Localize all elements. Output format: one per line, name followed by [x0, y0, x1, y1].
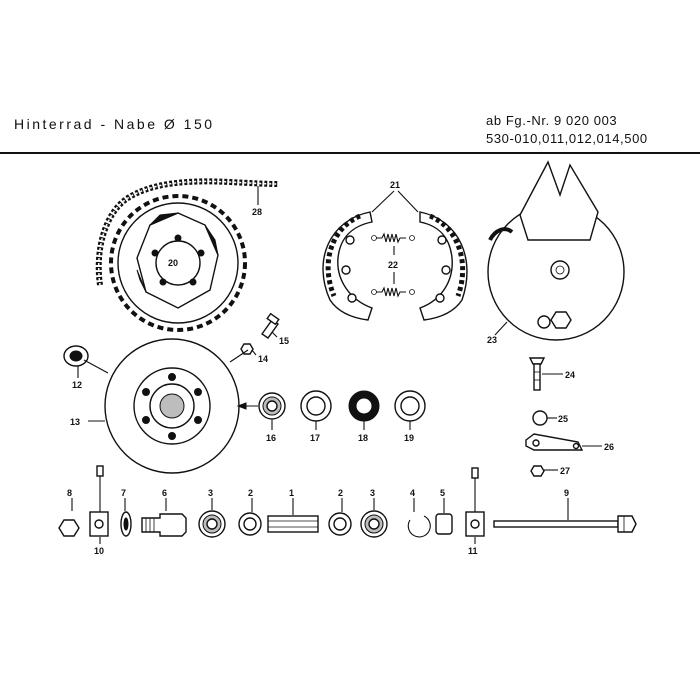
label-28: 28: [252, 207, 262, 217]
brake-shoe-icon: [419, 211, 468, 321]
label-8: 8: [67, 488, 72, 498]
bearing-icon: [258, 392, 286, 420]
label-11: 11: [468, 546, 478, 556]
sprocket-icon: [109, 194, 247, 332]
label-4: 4: [410, 488, 415, 498]
frame-number-line-2: 530-010,011,012,014,500: [486, 131, 648, 146]
washer-icon: [328, 512, 352, 536]
spring-icon: [371, 232, 415, 244]
lever-shaft-icon: [528, 357, 546, 391]
brake-lever-icon: [525, 433, 584, 451]
label-17: 17: [310, 433, 320, 443]
label-19: 19: [404, 433, 414, 443]
label-22: 22: [388, 260, 398, 270]
label-2b: 2: [338, 488, 343, 498]
frame-number-line-1: ab Fg.-Nr. 9 020 003: [486, 113, 618, 128]
spring-icon: [371, 286, 415, 298]
label-6: 6: [162, 488, 167, 498]
page-title: Hinterrad - Nabe Ø 150: [14, 116, 215, 132]
chain-adjuster-icon: [465, 467, 485, 537]
seal-ring-icon: [348, 390, 380, 422]
label-16: 16: [266, 433, 276, 443]
bolt-icon: [261, 312, 280, 339]
chain-icon: [95, 178, 279, 286]
label-1: 1: [289, 488, 294, 498]
label-21: 21: [390, 180, 400, 190]
seal-icon: [63, 345, 89, 367]
label-9: 9: [564, 488, 569, 498]
bearing-icon: [360, 510, 388, 538]
label-20: 20: [168, 258, 178, 268]
washer-icon: [120, 511, 132, 537]
nut-icon: [240, 343, 254, 355]
label-27: 27: [560, 466, 570, 476]
washer-icon: [238, 512, 262, 536]
chain-adjuster-icon: [89, 465, 109, 537]
label-18: 18: [358, 433, 368, 443]
nut-icon: [530, 465, 545, 477]
washer-icon: [394, 390, 426, 422]
label-13: 13: [70, 417, 80, 427]
o-ring-icon: [532, 410, 548, 426]
label-14: 14: [258, 354, 268, 364]
label-7: 7: [121, 488, 126, 498]
label-15: 15: [279, 336, 289, 346]
label-3: 3: [208, 488, 213, 498]
label-3b: 3: [370, 488, 375, 498]
label-5: 5: [440, 488, 445, 498]
label-12: 12: [72, 380, 82, 390]
header-divider: [0, 152, 700, 154]
label-25: 25: [558, 414, 568, 424]
label-26: 26: [604, 442, 614, 452]
bushing-icon: [435, 513, 453, 535]
label-24: 24: [565, 370, 575, 380]
washer-icon: [300, 390, 332, 422]
label-23: 23: [487, 335, 497, 345]
spacer-icon: [141, 513, 187, 537]
label-10: 10: [94, 546, 104, 556]
nut-icon: [58, 519, 80, 537]
brake-plate-icon: [487, 160, 625, 341]
axle-icon: [493, 515, 637, 533]
spacer-tube-icon: [267, 515, 319, 533]
label-2: 2: [248, 488, 253, 498]
circlip-icon: [407, 515, 431, 538]
brake-shoe-icon: [322, 211, 373, 321]
bearing-icon: [198, 510, 226, 538]
hub-icon: [104, 338, 240, 474]
